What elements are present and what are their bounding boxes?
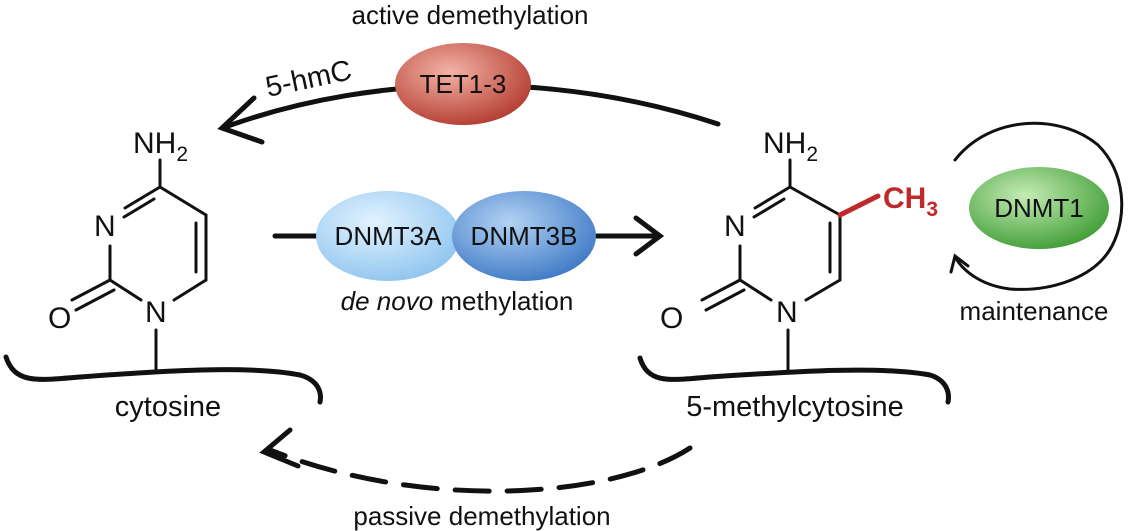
passive-demethylation-label: passive demethylation <box>353 501 610 531</box>
mc-n1-label: N <box>776 296 798 329</box>
maintenance-label: maintenance <box>960 296 1109 326</box>
active-demethylation-label: active demethylation <box>351 0 588 30</box>
mc-nh2-label: NH2 <box>763 127 818 166</box>
cytosine-label: cytosine <box>115 391 221 423</box>
tet-enzyme: TET1-3 <box>395 43 531 125</box>
o-label: O <box>48 302 71 335</box>
dnmt3a-enzyme: DNMT3A <box>316 191 460 281</box>
passive-demethylation-arrow <box>267 445 693 494</box>
maintenance-arrowhead <box>949 253 970 274</box>
dnmt3b-enzyme: DNMT3B <box>452 191 596 281</box>
de-novo-methylation-label: de novo methylation <box>341 286 574 316</box>
mc-n3-label: N <box>724 210 746 243</box>
dnmt1-enzyme: DNMT1 <box>969 167 1109 249</box>
methyl-bond <box>837 193 881 218</box>
maintenance-cycle-arrow <box>953 121 1124 291</box>
methylcytosine-structure: NH2 N O N CH3 <box>660 127 938 374</box>
cytosine-dna-backbone <box>3 354 323 405</box>
dnmt1-label: DNMT1 <box>994 193 1084 223</box>
ch3-label: CH3 <box>883 182 938 221</box>
n1-label: N <box>145 296 167 329</box>
methylcytosine-dna-backbone <box>637 355 951 405</box>
dnmt3a-label: DNMT3A <box>335 221 443 251</box>
active-demethylation-arrowhead <box>217 95 265 145</box>
dnmt3b-label: DNMT3B <box>471 221 578 251</box>
tet-label: TET1-3 <box>420 69 507 99</box>
n3-label: N <box>94 210 116 243</box>
nh2-label: NH2 <box>133 127 188 166</box>
cytosine-structure: NH2 N O N <box>48 127 208 374</box>
passive-demethylation-arrowhead <box>259 427 301 469</box>
de-novo-arrowhead <box>633 215 665 257</box>
methylcytosine-label: 5-methylcytosine <box>686 391 904 423</box>
mc-o-label: O <box>660 302 683 335</box>
